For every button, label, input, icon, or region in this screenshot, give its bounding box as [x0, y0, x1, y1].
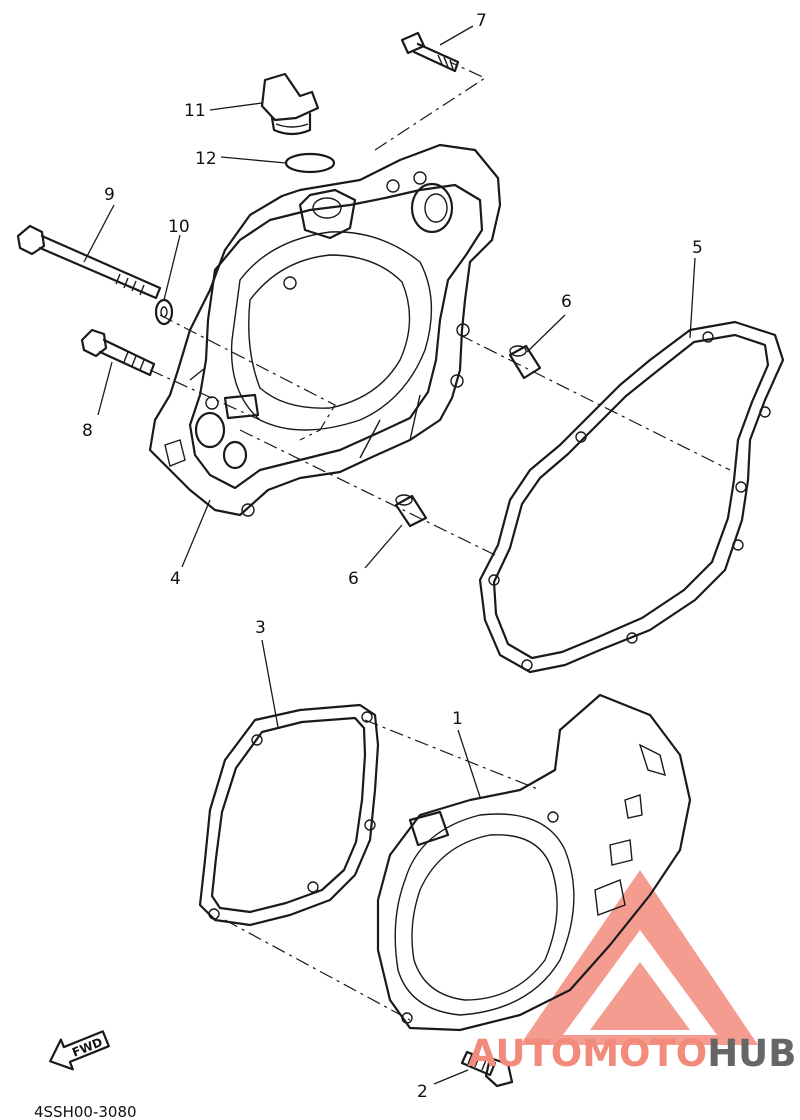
- callout-8: 8: [82, 421, 93, 441]
- callout-6-upper: 6: [561, 292, 572, 312]
- forward-direction-arrow: FWD: [49, 1030, 110, 1071]
- callout-10: 10: [168, 217, 190, 237]
- callout-7: 7: [476, 11, 487, 31]
- callout-4: 4: [170, 569, 181, 589]
- callout-12: 12: [195, 149, 217, 169]
- crankcase-cover-4: [148, 143, 502, 517]
- callout-1: 1: [452, 709, 463, 729]
- callout-11: 11: [184, 101, 206, 121]
- callout-3: 3: [255, 618, 266, 638]
- drawing-code: 4SSH00-3080: [34, 1103, 137, 1120]
- watermark-text: AUTOMOTOHUB: [468, 1032, 796, 1075]
- callout-9: 9: [104, 185, 115, 205]
- callout-2: 2: [417, 1082, 428, 1102]
- gasket-5: [478, 320, 785, 674]
- long-bolt-9: [16, 224, 162, 300]
- callout-6-lower: 6: [348, 569, 359, 589]
- dowel-pin-6-upper: [508, 344, 542, 380]
- watermark-logo: [520, 870, 758, 1045]
- watermark-text-main: AUTOMOTO: [468, 1032, 707, 1075]
- filler-plug-11: [260, 72, 320, 136]
- callout-5: 5: [692, 238, 703, 258]
- o-ring-12: [284, 152, 336, 174]
- outer-cover-1: [376, 693, 692, 1032]
- alignment-lines: [149, 61, 731, 1021]
- callout-labels: 7 11 12 9 10 5 6 8 4 6 3 1 2: [82, 11, 703, 1102]
- bolt-7: [400, 31, 460, 73]
- screw-2: [460, 1050, 514, 1088]
- watermark-text-hub: HUB: [707, 1032, 796, 1075]
- leader-lines: [83, 25, 696, 1085]
- gasket-3: [198, 703, 380, 927]
- dowel-pin-6-lower: [394, 494, 428, 528]
- bolt-8: [80, 328, 156, 377]
